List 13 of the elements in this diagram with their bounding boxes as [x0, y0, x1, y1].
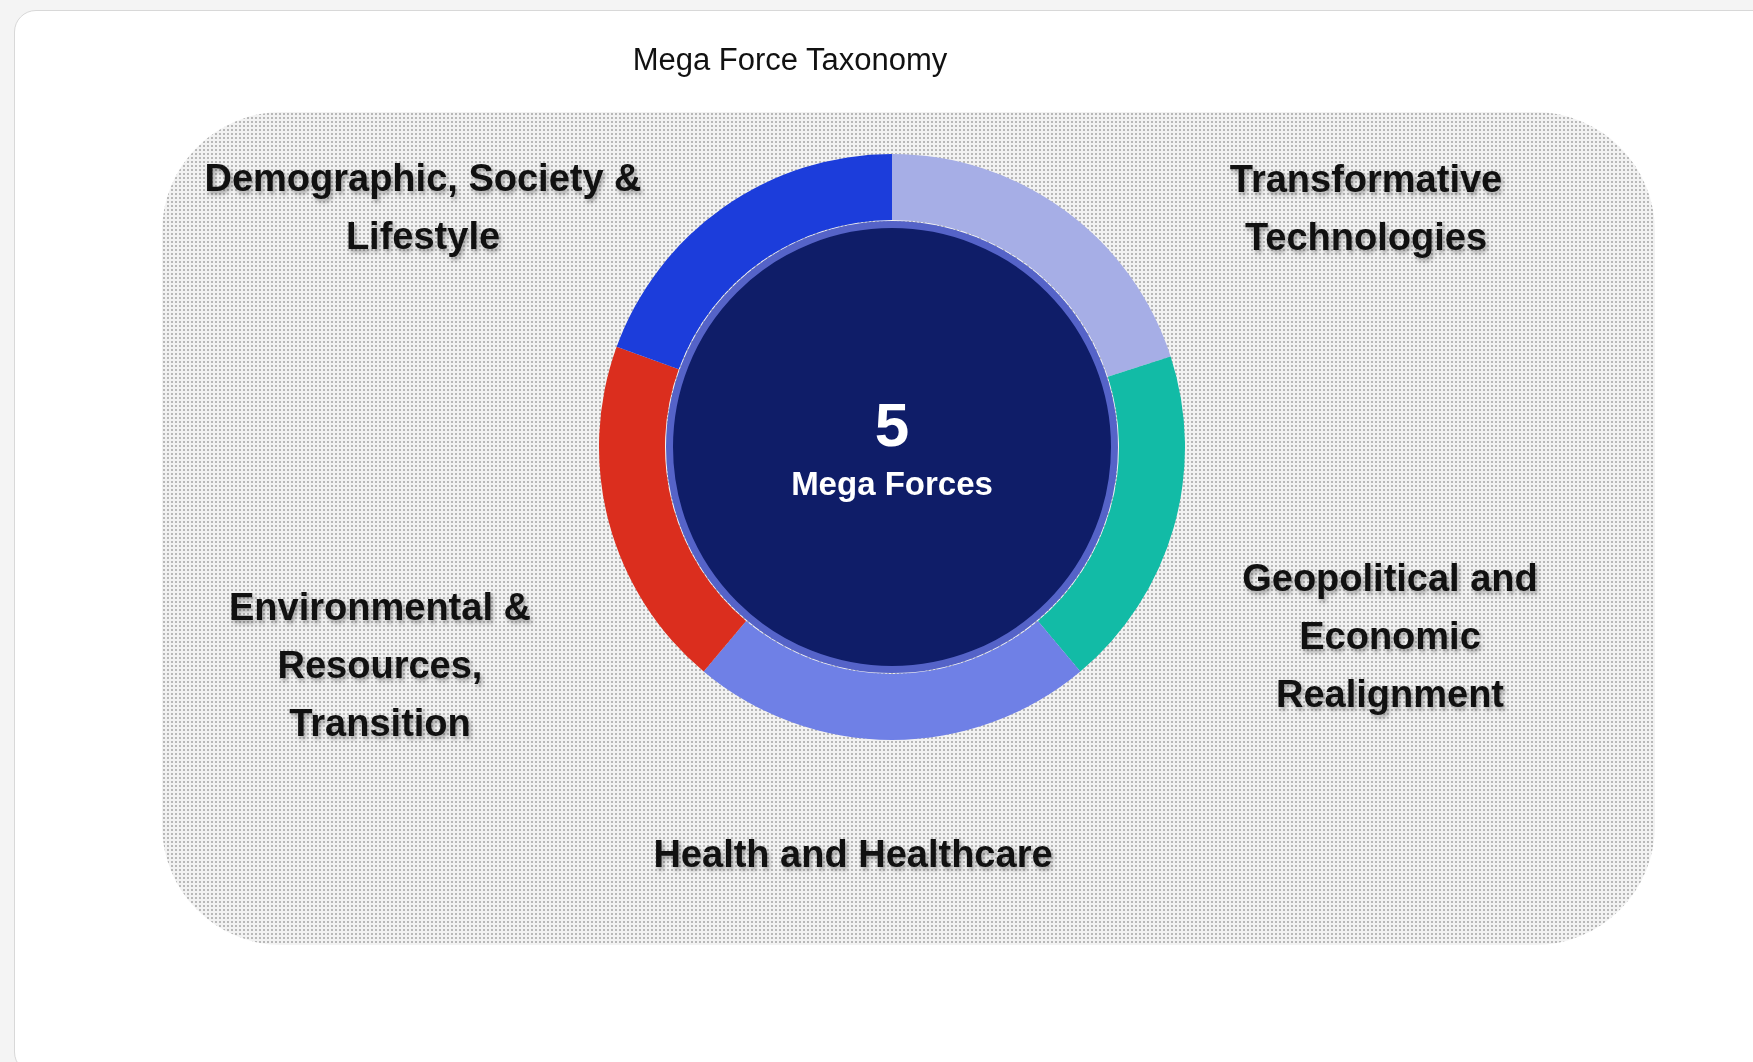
segment-label: Environmental & Resources, Transition — [228, 585, 532, 746]
center-caption: Mega Forces — [791, 464, 993, 504]
center-number: 5 — [874, 389, 910, 461]
donut-segment — [892, 154, 1171, 377]
segment-label: Health and Healthcare — [652, 832, 1054, 877]
donut-segment — [616, 154, 892, 370]
donut-segment — [703, 620, 1081, 740]
donut-segment — [599, 346, 747, 672]
donut-segment — [1037, 356, 1185, 672]
segment-label: Transformative Technologies — [1228, 157, 1504, 260]
segment-label: Geopolitical and Economic Realignment — [1241, 556, 1539, 717]
segment-label: Demographic, Society & Lifestyle — [203, 156, 643, 259]
diagram-title: Mega Force Taxonomy — [631, 42, 949, 78]
